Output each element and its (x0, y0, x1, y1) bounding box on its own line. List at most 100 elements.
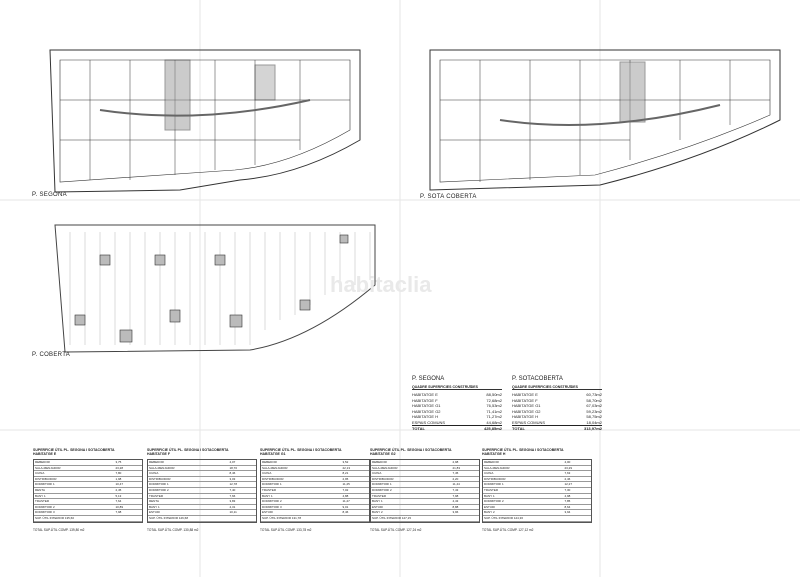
floor-plan-segona (49, 49, 361, 193)
area-table-title: SUPERFICIE ÚTIL PL. SEGONA I SOTACOBERTA (482, 448, 564, 452)
summary-row: HABITATGE E 88,50m2 (412, 392, 502, 398)
room-area: 9,01 (342, 504, 349, 509)
room-name: CUINA (372, 471, 382, 476)
room-area: 18,70 (229, 465, 238, 470)
room-area: 4,31 (229, 504, 236, 509)
room-area: 11,25 (342, 482, 350, 487)
table-row: REBEDOR 4,00 (483, 460, 591, 466)
summary-label: HABITATGE H (512, 414, 539, 419)
area-table-unit: HABITATGE E (33, 452, 57, 456)
area-table-unit: HABITATGE G2 (370, 452, 396, 456)
area-table-title: SUPERFICIE ÚTIL PL. SEGONA I SOTACOBERTA (147, 448, 229, 452)
room-area: 7,45 (452, 471, 459, 476)
plan-label-segona: P. SEGONA (32, 192, 67, 198)
room-area: 11,27 (342, 499, 350, 504)
summary-label: HABITATGE G2 (512, 408, 541, 414)
area-table: SUPERFICIE ÚTIL PL. SEGONA I SOTACOBERTA… (370, 448, 480, 533)
summary-value: 58,70m2 (586, 397, 602, 403)
room-name: CUINA (35, 471, 45, 476)
room-area: 2,46 (564, 476, 571, 481)
summary-value: 71,41m2 (486, 408, 502, 414)
room-name: DORMITORI 1 (262, 482, 282, 487)
room-name: TRASTER (262, 487, 277, 492)
area-table-unit: HABITATGE G1 (260, 452, 286, 456)
table-row: CUINA 7,80 (34, 471, 142, 477)
room-area: 8,64 (564, 504, 571, 509)
room-area: 4,00 (564, 460, 571, 464)
room-area: 4,98 (564, 493, 571, 498)
room-area: 22,13 (342, 465, 351, 470)
room-area: 3,83 (229, 499, 236, 504)
room-area: 5,13 (115, 493, 122, 498)
room-area: 3,75 (115, 460, 122, 464)
summary-label: HABITATGE F (412, 397, 438, 403)
room-area: 23,29 (564, 465, 573, 470)
room-name: REBEDOR (35, 460, 50, 464)
table-row: ESTUDI 8,88 (371, 505, 479, 511)
room-area: 8,88 (452, 504, 459, 509)
summary-value: 58,75m2 (586, 414, 602, 419)
room-area: 7,98 (115, 510, 122, 515)
room-name: DORMITORI 1 (35, 482, 55, 487)
room-name: BANY 2 (484, 510, 495, 515)
room-name: RENTA (35, 487, 45, 492)
room-area: 3,96 (452, 510, 459, 515)
room-name: REBEDOR (484, 460, 499, 464)
summary-label: HABITATGE G1 (512, 403, 541, 408)
room-name: DISTRIBUIDOR (484, 476, 506, 481)
room-name: DORMITORI 2 (35, 504, 55, 509)
room-area: 7,85 (564, 499, 571, 504)
room-area: 3,03 (229, 476, 236, 481)
summary-row: HABITATGE H 58,75m2 (512, 414, 602, 420)
room-area: 8,46 (342, 510, 349, 515)
room-name: CUINA (149, 471, 159, 476)
summary-label: HABITATGE H (412, 414, 439, 419)
table-row: BANY 1 5,13 (34, 494, 142, 500)
room-name: DISTRIBUIDOR (262, 476, 284, 481)
table-total: SUP. ÚTIL INTERIOR 135,60 (35, 515, 75, 520)
summary-value: 59,23m2 (586, 408, 602, 414)
room-name: DISTRIBUIDOR (149, 476, 171, 481)
room-name: SALA-MENJADOR (484, 465, 510, 470)
summary-value: 67,03m2 (586, 403, 602, 408)
summary-value: 88,50m2 (486, 392, 502, 397)
room-area: 4,07 (229, 460, 236, 464)
summary-value: 71,27m2 (486, 414, 502, 419)
room-name: BANY 2 (372, 510, 383, 515)
room-name: BANY 1 (35, 493, 46, 498)
summary-total-value: 425,85m2 (483, 426, 502, 431)
room-name: DORMITORI 3 (262, 504, 282, 509)
room-name: DORMITORI 1 (372, 482, 392, 487)
summary-label: HABITATGE F (512, 397, 538, 403)
room-name: DORMITORI 1 (149, 482, 169, 487)
room-area: 7,80 (115, 471, 122, 476)
room-name: DORMITORI 2 (149, 487, 169, 492)
summary-label: HABITATGE E (412, 392, 438, 397)
room-name: REBEDOR (262, 460, 277, 464)
room-name: BANY 1 (484, 493, 495, 498)
table-exterior-total: TOTAL SUP.ÚTIL COMP. 139,80 m2 (33, 527, 85, 532)
room-name: ESTUDI (372, 504, 384, 509)
room-name: BANY 1 (372, 499, 383, 504)
room-area: 23,28 (115, 465, 124, 470)
room-area: 2,95 (342, 476, 349, 481)
